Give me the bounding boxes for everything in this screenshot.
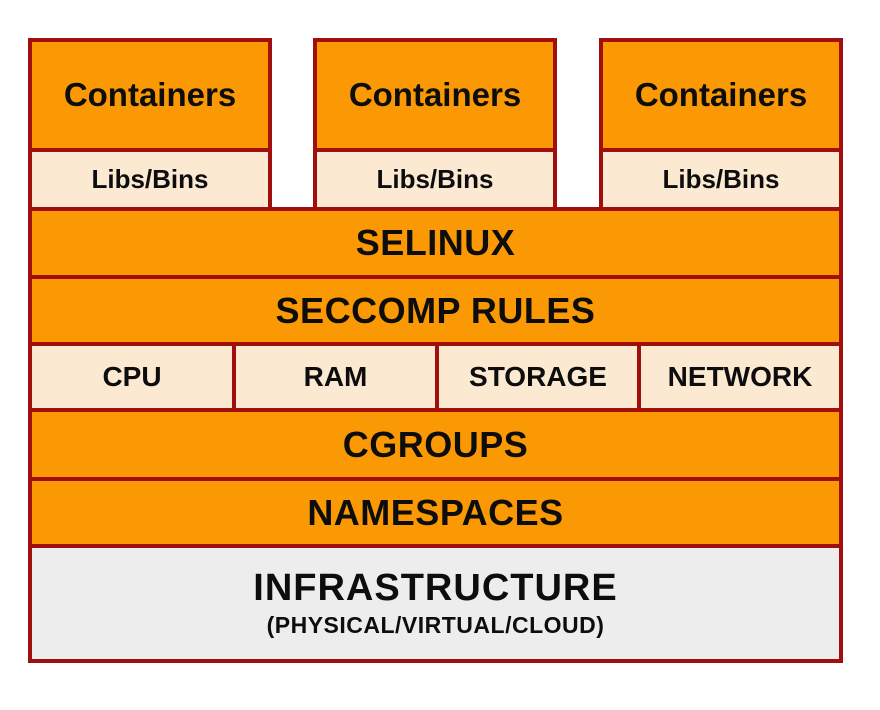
- network-label: NETWORK: [667, 361, 813, 393]
- selinux-label: SELINUX: [355, 222, 516, 264]
- diagram-area: Containers Libs/Bins Containers Libs/Bin…: [28, 38, 843, 663]
- cgroups-bar: CGROUPS: [28, 408, 843, 481]
- containers-label-1: Containers: [63, 75, 237, 113]
- resource-cell-network: NETWORK: [637, 342, 843, 412]
- namespaces-bar: NAMESPACES: [28, 477, 843, 548]
- libs-bins-label-2: Libs/Bins: [376, 163, 494, 194]
- infrastructure-title: INFRASTRUCTURE: [253, 567, 618, 610]
- containers-box-3: Containers: [599, 38, 843, 152]
- resource-cell-ram: RAM: [232, 342, 439, 412]
- libs-bins-label-3: Libs/Bins: [662, 163, 780, 194]
- containers-box-2: Containers: [313, 38, 557, 152]
- containers-label-3: Containers: [634, 75, 808, 113]
- resource-cell-storage: STORAGE: [435, 342, 641, 412]
- seccomp-rules-label: SECCOMP RULES: [275, 289, 596, 331]
- infrastructure-subtitle: (PHYSICAL/VIRTUAL/CLOUD): [266, 612, 605, 639]
- storage-label: STORAGE: [469, 361, 607, 393]
- resource-cell-cpu: CPU: [28, 342, 236, 412]
- cgroups-label: CGROUPS: [342, 423, 529, 465]
- seccomp-rules-bar: SECCOMP RULES: [28, 275, 843, 346]
- infrastructure-bar: INFRASTRUCTURE (PHYSICAL/VIRTUAL/CLOUD): [28, 544, 843, 663]
- containers-box-1: Containers: [28, 38, 272, 152]
- namespaces-label: NAMESPACES: [307, 491, 564, 533]
- ram-label: RAM: [303, 361, 368, 393]
- libs-bins-box-1: Libs/Bins: [28, 148, 272, 211]
- cpu-label: CPU: [102, 361, 162, 393]
- libs-bins-label-1: Libs/Bins: [91, 163, 209, 194]
- libs-bins-box-3: Libs/Bins: [599, 148, 843, 211]
- libs-bins-box-2: Libs/Bins: [313, 148, 557, 211]
- selinux-bar: SELINUX: [28, 207, 843, 279]
- containers-label-2: Containers: [348, 75, 522, 113]
